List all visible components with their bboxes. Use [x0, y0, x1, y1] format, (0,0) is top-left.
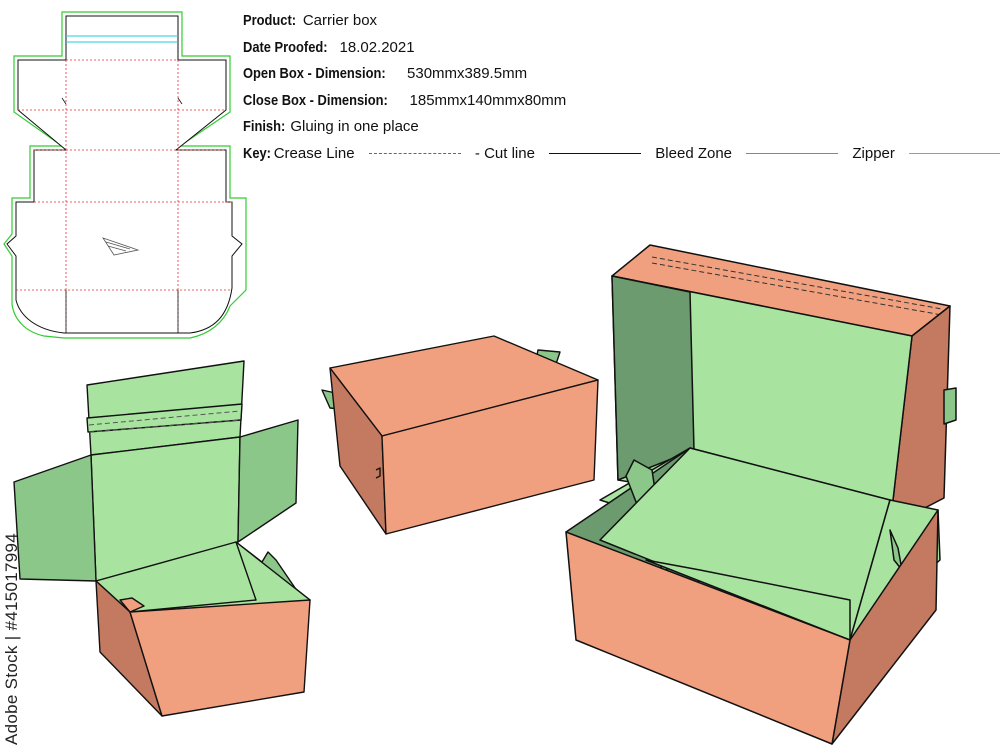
key-crease-label: Crease Line	[273, 144, 355, 162]
box-open-lid	[565, 244, 957, 745]
box-closed	[321, 335, 599, 535]
box3-front-face	[565, 531, 851, 745]
key-zipper-item: Zipper	[852, 141, 1000, 168]
key-zipper-label: Zipper	[852, 144, 895, 162]
product-value: Carrier box	[302, 12, 378, 29]
dieline-cut-outline	[6, 15, 243, 334]
spec-row-open-dimension: Open Box - Dimension: 530mmx389.5mm	[243, 61, 983, 88]
date-label: Date Proofed:	[243, 38, 328, 56]
key-label: Key:	[243, 144, 271, 162]
dieline-bleed-outline	[3, 11, 247, 339]
box1-right-flap	[237, 419, 299, 543]
open-dimension-label: Open Box - Dimension:	[243, 65, 386, 82]
stock-watermark-id: Adobe Stock | #415017994	[2, 532, 21, 745]
box1-left-flap	[13, 454, 97, 582]
key-cut-item: - Cut line	[475, 141, 651, 168]
key-crease-item: Crease Line	[274, 141, 471, 168]
spec-row-product: Product: Carrier box	[243, 8, 983, 35]
close-dimension-label: Close Box - Dimension:	[243, 91, 388, 109]
open-dimension-value: 530mmx389.5mm	[407, 65, 528, 82]
box1-front-face	[129, 599, 311, 717]
key-bleed-swatch	[746, 153, 839, 155]
box-open-flaps	[13, 360, 311, 717]
key-cut-swatch	[549, 153, 642, 155]
key-cut-label: - Cut line	[474, 144, 535, 162]
key-zipper-swatch	[909, 153, 1000, 155]
product-label: Product:	[243, 12, 297, 29]
flat-dieline	[3, 11, 247, 339]
key-bleed-label: Bleed Zone	[655, 144, 733, 162]
key-bleed-item: Bleed Zone	[655, 141, 848, 168]
spec-row-key: Key: Crease Line - Cut line Bleed Zone Z…	[243, 141, 1000, 168]
dieline-crease-lines	[16, 59, 232, 333]
key-crease-swatch	[368, 153, 461, 155]
spec-row-date: Date Proofed: 18.02.2021	[243, 35, 983, 62]
spec-row-close-dimension: Close Box - Dimension: 185mmx140mmx80mm	[243, 88, 983, 115]
close-dimension-value: 185mmx140mmx80mm	[409, 91, 567, 109]
box2-front-face	[381, 379, 599, 535]
date-value: 18.02.2021	[339, 38, 415, 56]
finish-label: Finish:	[243, 118, 286, 135]
dieline-center-mark	[102, 237, 140, 256]
spec-panel: Product: Carrier box Date Proofed: 18.02…	[243, 8, 1000, 168]
spec-row-finish: Finish: Gluing in one place	[243, 114, 983, 141]
finish-value: Gluing in one place	[290, 118, 419, 135]
